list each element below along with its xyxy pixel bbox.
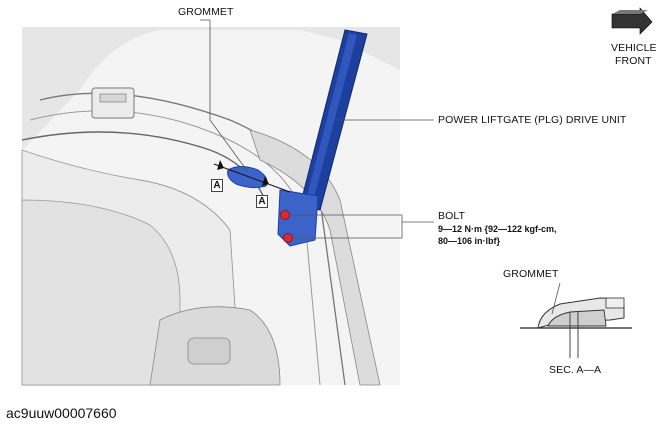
drive-unit-label: POWER LIFTGATE (PLG) DRIVE UNIT bbox=[438, 114, 627, 126]
section-arrow-2 bbox=[262, 176, 269, 186]
figure-code: ac9uuw00007660 bbox=[6, 405, 117, 421]
vehicle-front-arrow-icon bbox=[611, 7, 653, 35]
section-cut-line bbox=[213, 163, 291, 193]
bolt-lower bbox=[283, 233, 293, 243]
plg-bracket bbox=[277, 189, 319, 247]
grommet-highlight bbox=[227, 166, 268, 189]
headrest-pad bbox=[187, 337, 231, 365]
bolt-upper bbox=[280, 210, 290, 220]
section-a-a-inset bbox=[517, 282, 632, 358]
torque-spec-line-2: 80—106 in·lbf} bbox=[438, 236, 501, 246]
torque-spec-line-1: 9—12 N·m {92—122 kgf-cm, bbox=[438, 224, 557, 234]
section-marker-a-left: A bbox=[211, 179, 223, 192]
vehicle-front-label-1: VEHICLE bbox=[611, 42, 657, 54]
grommet-label: GROMMET bbox=[178, 6, 234, 18]
hinge-bracket bbox=[91, 87, 135, 119]
plg-drive-unit-highlight bbox=[305, 33, 357, 205]
section-arrow-1 bbox=[217, 160, 224, 170]
hinge-plate bbox=[99, 93, 127, 103]
section-caption: SEC. A—A bbox=[549, 364, 602, 376]
rear-seat bbox=[21, 199, 181, 386]
grommet-section-label: GROMMET bbox=[503, 268, 559, 280]
section-marker-a-right: A bbox=[256, 195, 268, 208]
bolt-label: BOLT bbox=[438, 210, 466, 222]
vehicle-front-label-2: FRONT bbox=[615, 55, 652, 67]
grommet-leader bbox=[209, 20, 249, 173]
